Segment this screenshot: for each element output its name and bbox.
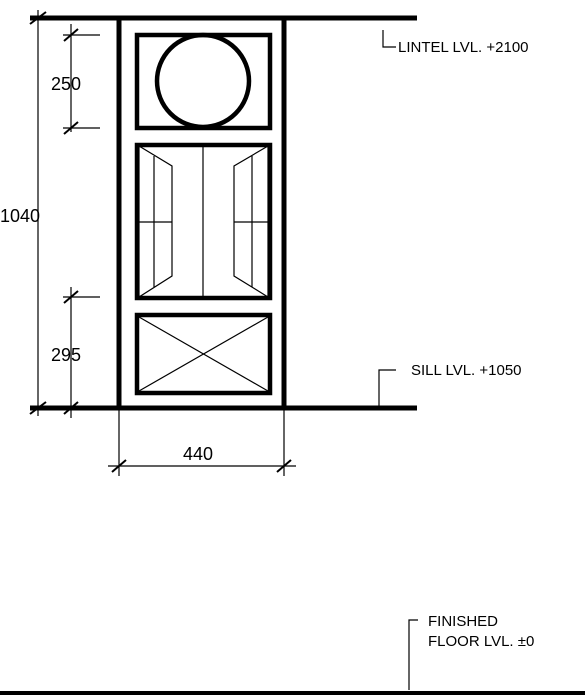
sill-level-label: SILL LVL. +1050 bbox=[378, 362, 522, 406]
middle-panel-casement bbox=[134, 142, 273, 301]
floor-level-text-line1: FINISHED bbox=[428, 613, 498, 630]
floor-level-text-line2: FLOOR LVL. ±0 bbox=[428, 633, 534, 650]
lintel-level-text: LINTEL LVL. +2100 bbox=[398, 39, 529, 56]
bottom-panel-dimension: 295 bbox=[51, 287, 100, 418]
circular-vent bbox=[154, 32, 252, 130]
bottom-panel-fixed bbox=[134, 312, 273, 396]
bottom-panel-value: 295 bbox=[51, 345, 81, 365]
top-panel-value: 250 bbox=[51, 74, 81, 94]
overall-height-value: 1040 bbox=[0, 206, 40, 226]
width-value: 440 bbox=[183, 444, 213, 464]
lintel-level-label: LINTEL LVL. +2100 bbox=[382, 30, 529, 56]
finished-floor-label: FINISHED FLOOR LVL. ±0 bbox=[408, 613, 534, 690]
top-panel bbox=[134, 32, 273, 131]
top-panel-dimension: 250 bbox=[51, 24, 100, 135]
overall-height-dimension: 1040 bbox=[0, 10, 47, 416]
sill-level-text: SILL LVL. +1050 bbox=[411, 362, 522, 379]
width-dimension: 440 bbox=[108, 410, 296, 476]
